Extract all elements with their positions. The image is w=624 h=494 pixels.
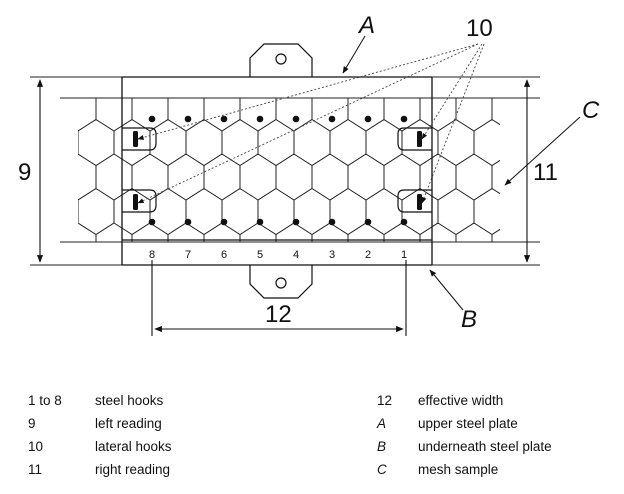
hook-number: 4 (293, 249, 299, 261)
hook-number: 2 (365, 249, 371, 261)
hook-number: 3 (329, 249, 335, 261)
callout-b: B (461, 306, 477, 333)
callout-10: 10 (466, 15, 493, 42)
steel-hook-dot (400, 218, 408, 226)
underneath-plate-tab (249, 265, 313, 299)
hook-number: 8 (149, 249, 155, 261)
steel-plate-outline (121, 76, 433, 266)
steel-hook-dot (328, 218, 336, 226)
steel-hook-dot (148, 218, 156, 226)
callout-leaders (342, 35, 581, 311)
steel-hook-dot (364, 218, 372, 226)
steel-hook-dot (148, 115, 156, 123)
steel-hooks (148, 115, 408, 226)
hook-number: 1 (401, 249, 407, 261)
steel-hook-dot (256, 115, 264, 123)
hook-numbers: 8 7 6 5 4 3 2 1 (149, 249, 407, 261)
steel-hook-dot (184, 115, 192, 123)
lateral-hook-leaders (137, 43, 485, 204)
hook-number: 7 (185, 249, 191, 261)
mesh-hexagons (78, 98, 500, 242)
hook-brackets (122, 127, 432, 213)
steel-hook-dot (292, 115, 300, 123)
effective-width-dimension (151, 260, 407, 336)
steel-hook-dot (364, 115, 372, 123)
callout-9: 9 (18, 159, 31, 186)
steel-hook-dot (220, 115, 228, 123)
mesh-border-lines (30, 76, 540, 266)
hook-number: 6 (221, 249, 227, 261)
mesh-sample (78, 98, 500, 242)
steel-hook-dot (400, 115, 408, 123)
callout-12: 12 (265, 301, 292, 328)
steel-hook-dot (220, 218, 228, 226)
callout-a: A (357, 12, 375, 39)
hook-number: 5 (257, 249, 263, 261)
steel-hook-dot (256, 218, 264, 226)
steel-hook-dot (292, 218, 300, 226)
lateral-hooks (133, 131, 422, 210)
steel-hook-dot (328, 115, 336, 123)
callout-11: 11 (533, 159, 558, 186)
upper-plate-tab (249, 43, 313, 77)
steel-hook-dot (184, 218, 192, 226)
callout-c: C (582, 97, 600, 124)
